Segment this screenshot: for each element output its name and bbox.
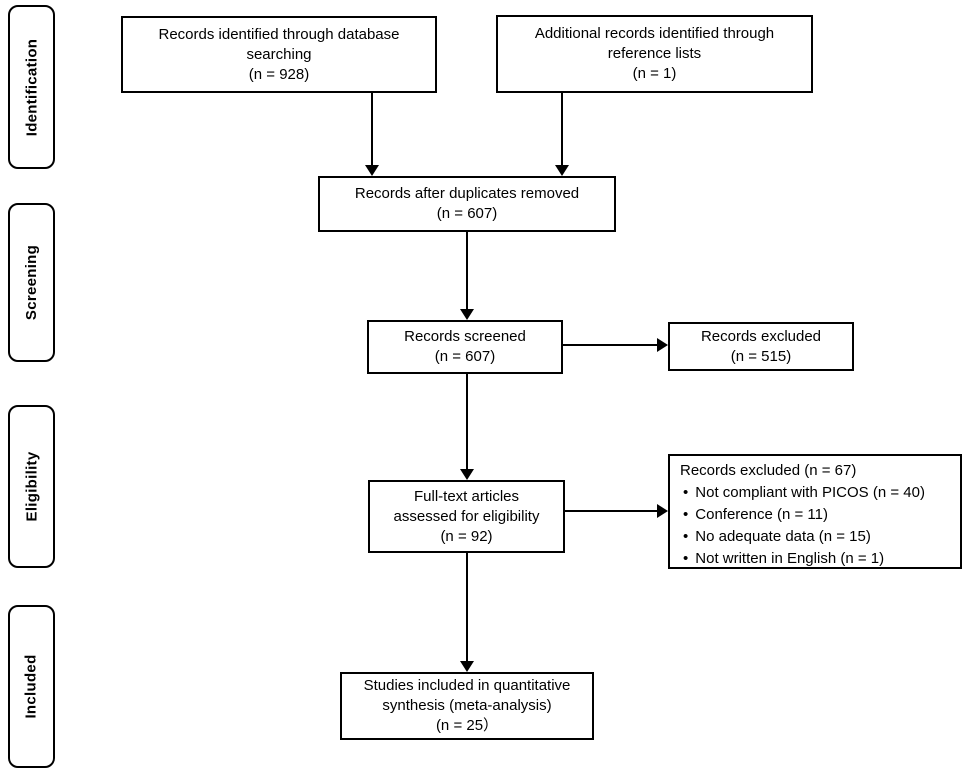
stage-screening: Screening xyxy=(8,203,55,362)
fulltext-excluded-item-text: Not compliant with PICOS (n = 40) xyxy=(695,484,925,501)
stage-screening-label: Screening xyxy=(23,244,41,321)
arrow-screened-to-fulltext xyxy=(466,374,468,469)
stage-included: Included xyxy=(8,605,55,768)
bullet-icon: • xyxy=(683,506,689,523)
arrow-fulltext-to-exclusions xyxy=(564,510,657,512)
arrow-fulltext-to-included xyxy=(466,553,468,661)
fulltext-excluded-item-text: No adequate data (n = 15) xyxy=(695,528,871,545)
bullet-icon: • xyxy=(683,484,689,501)
arrow-duplicates-to-screened xyxy=(466,232,468,309)
stage-identification: Identification xyxy=(8,5,55,169)
stage-identification-label: Identification xyxy=(23,38,41,136)
flow-box-fulltext-assessed: Full-text articles assessed for eligibil… xyxy=(368,480,565,553)
flow-box-records-screened: Records screened (n = 607) xyxy=(367,320,563,374)
bullet-icon: • xyxy=(683,550,689,567)
fulltext-excluded-item: • No adequate data (n = 15) xyxy=(680,526,954,548)
stage-eligibility-label: Eligibility xyxy=(23,451,41,522)
fulltext-excluded-item: • Conference (n = 11) xyxy=(680,504,954,526)
fulltext-excluded-title: Records excluded (n = 67) xyxy=(680,462,857,479)
arrow-database-to-duplicates xyxy=(371,93,373,165)
bullet-icon: • xyxy=(683,528,689,545)
flow-box-records-excluded: Records excluded (n = 515) xyxy=(668,322,854,371)
flow-box-additional-records: Additional records identified through re… xyxy=(496,15,813,93)
fulltext-excluded-item: • Not compliant with PICOS (n = 40) xyxy=(680,482,954,504)
flow-box-included-studies: Studies included in quantitative synthes… xyxy=(340,672,594,740)
arrow-additional-to-duplicates xyxy=(561,93,563,165)
fulltext-excluded-item: • Not written in English (n = 1) xyxy=(680,548,954,570)
arrow-screened-to-excluded xyxy=(563,344,657,346)
flow-box-duplicates-removed: Records after duplicates removed (n = 60… xyxy=(318,176,616,232)
stage-included-label: Included xyxy=(23,654,41,719)
stage-eligibility: Eligibility xyxy=(8,405,55,568)
flow-box-fulltext-excluded: Records excluded (n = 67) • Not compliant… xyxy=(668,454,962,569)
flow-box-database-records: Records identified through database sear… xyxy=(121,16,437,93)
fulltext-excluded-item-text: Not written in English (n = 1) xyxy=(695,550,885,567)
fulltext-excluded-item-text: Conference (n = 11) xyxy=(695,506,828,523)
